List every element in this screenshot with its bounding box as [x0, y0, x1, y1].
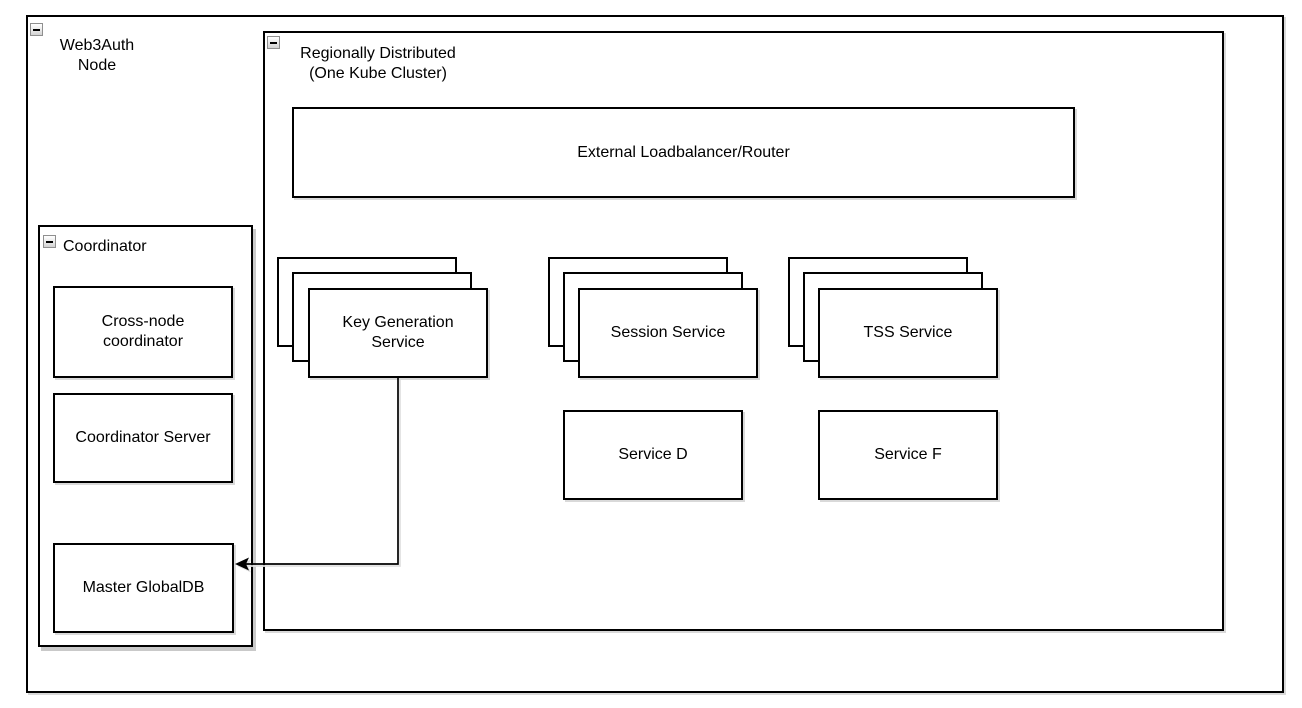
node-session-service: Session Service [578, 288, 758, 378]
node-cross-node-coordinator: Cross-node coordinator [53, 286, 233, 378]
node-label-service-d: Service D [618, 446, 688, 463]
node-label-external-loadbalancer: External Loadbalancer/Router [577, 143, 790, 161]
node-service-d: Service D [563, 410, 743, 500]
group-label-web3auth-node: Web3Auth Node [59, 37, 135, 74]
collapse-icon-coordinator[interactable] [43, 235, 56, 248]
group-label-regionally-distributed: Regionally Distributed (One Kube Cluster… [300, 45, 456, 82]
node-key-generation-service: Key Generation Service [308, 288, 488, 378]
node-label-master-globaldb: Master GlobalDB [82, 579, 205, 596]
node-master-globaldb: Master GlobalDB [53, 543, 234, 633]
collapse-icon-regionally-distributed[interactable] [267, 36, 280, 49]
node-coordinator-server: Coordinator Server [53, 393, 233, 483]
group-label-coordinator: Coordinator [63, 238, 147, 255]
node-service-f: Service F [818, 410, 998, 500]
node-label-key-generation-service: Key Generation Service [342, 314, 454, 351]
node-label-cross-node-coordinator: Cross-node coordinator [101, 313, 185, 350]
node-tss-service: TSS Service [818, 288, 998, 378]
collapse-icon-web3auth-node[interactable] [30, 23, 43, 36]
node-label-service-f: Service F [874, 446, 942, 463]
node-label-tss-service: TSS Service [863, 324, 953, 341]
node-external-loadbalancer: External Loadbalancer/Router [292, 107, 1075, 198]
node-label-coordinator-server: Coordinator Server [75, 429, 211, 446]
node-label-session-service: Session Service [610, 324, 726, 341]
